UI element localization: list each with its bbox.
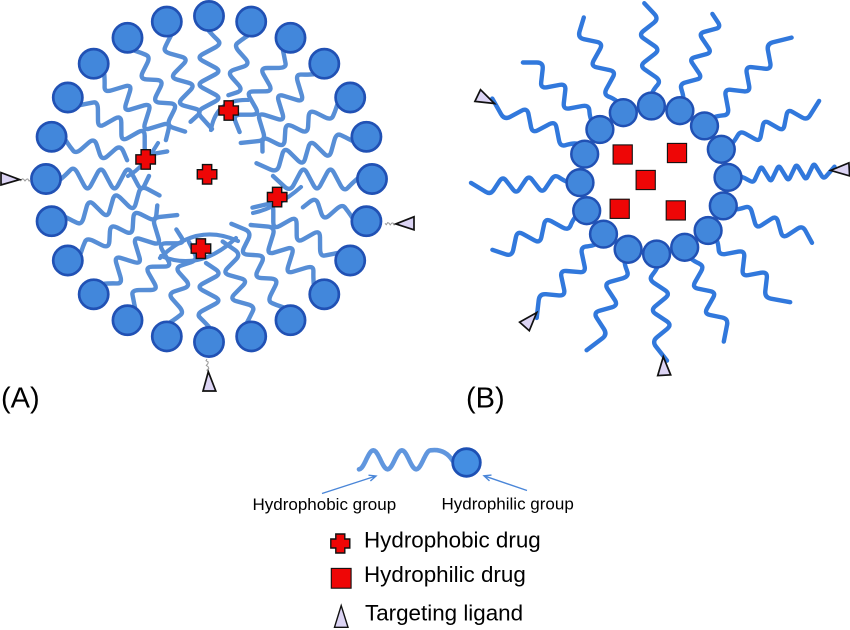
svg-text:Hydrophilic group: Hydrophilic group — [442, 495, 574, 514]
svg-text:(A): (A) — [1, 383, 40, 415]
svg-text:Hydrophobic drug: Hydrophobic drug — [364, 528, 541, 553]
svg-text:Hydrophilic drug: Hydrophilic drug — [364, 562, 526, 587]
svg-text:Targeting ligand: Targeting ligand — [365, 601, 523, 626]
svg-text:Hydrophobic group: Hydrophobic group — [253, 495, 397, 514]
svg-text:(B): (B) — [466, 383, 505, 415]
